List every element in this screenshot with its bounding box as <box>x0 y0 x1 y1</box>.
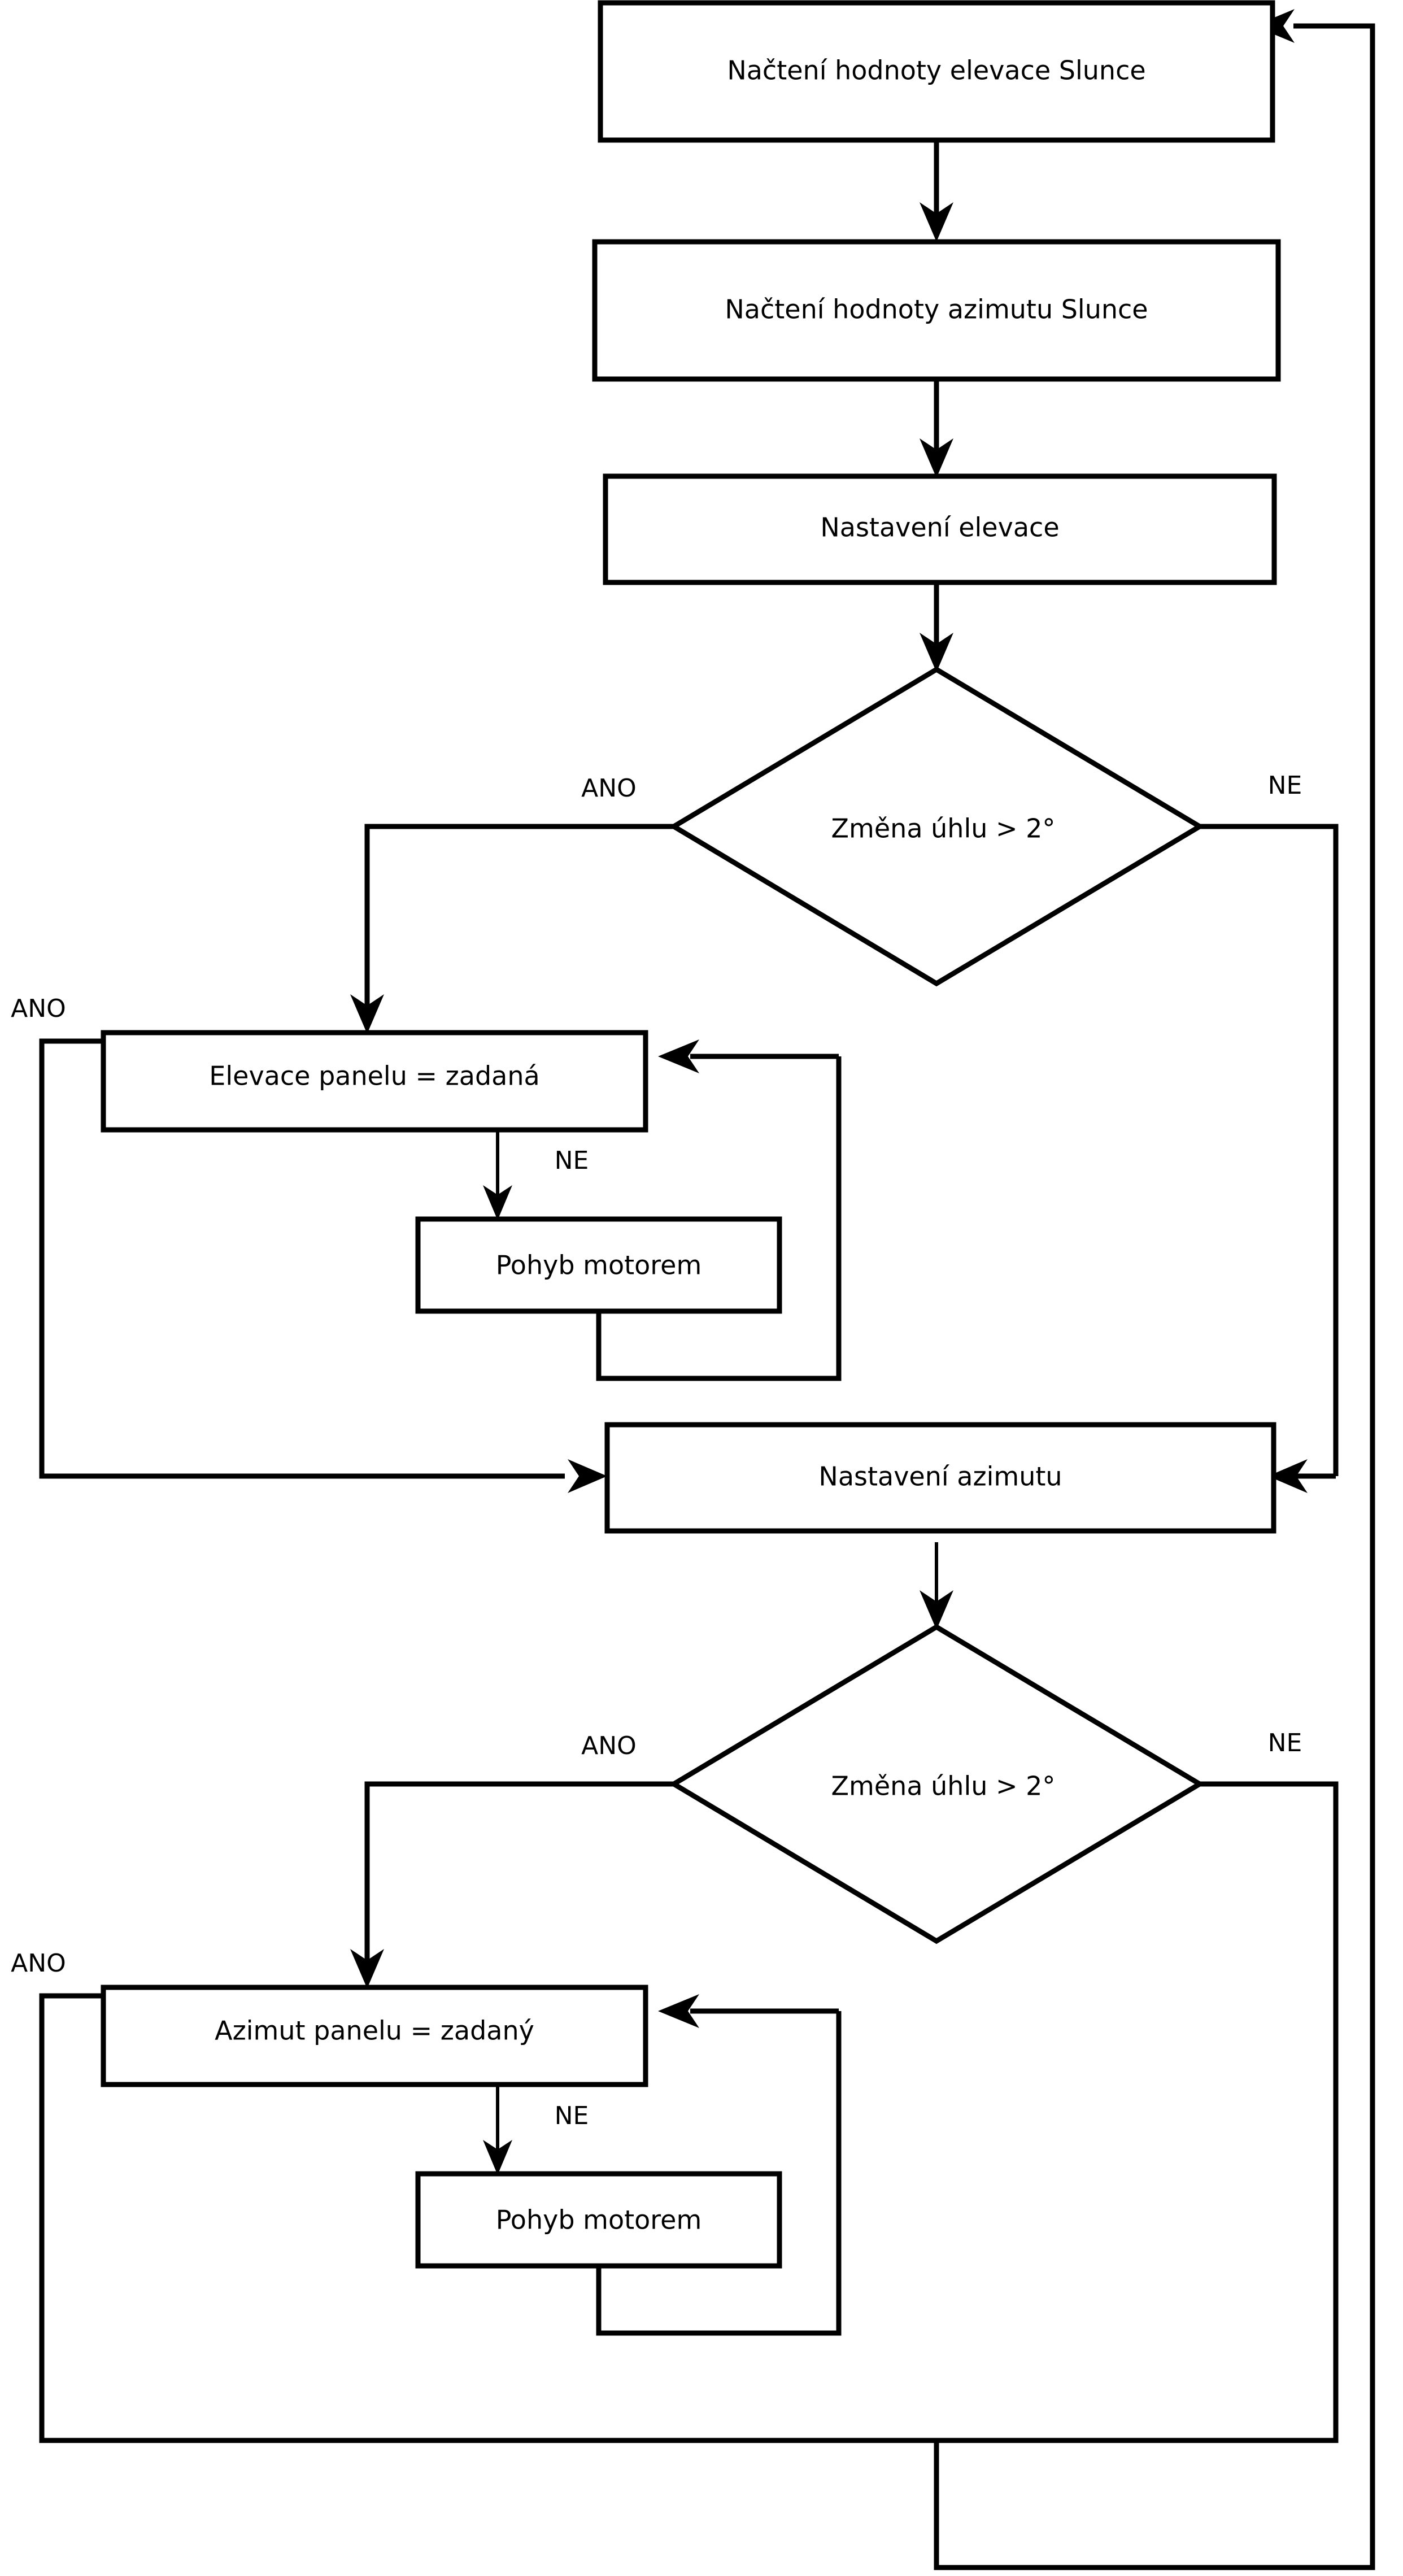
arrowhead-panel-elevation-no <box>483 1185 512 1220</box>
node-read-elevation-shape <box>598 0 1275 143</box>
node-panel-azimuth-eq-shape <box>101 1985 648 2087</box>
arrowhead-decision-azimuth-yes <box>350 1949 384 1988</box>
node-set-elevation[interactable]: Nastavení elevace <box>603 473 1277 585</box>
node-read-azimuth-shape <box>592 239 1281 382</box>
edge-label-decision-elevation-no: NE <box>1268 771 1302 800</box>
edge-label-decision-azimuth-no: NE <box>1268 1729 1302 1757</box>
edge-decision-azimuth-yes <box>364 1781 674 1960</box>
arrowhead-panel-elevation-yes <box>568 1459 607 1493</box>
edge-decision-azimuth-no-and-return <box>934 23 1375 2570</box>
edge-label-panel-azimuth-no: NE <box>555 2101 589 2130</box>
node-set-azimuth-label: Nastavení azimutu <box>818 1461 1062 1492</box>
node-decision-elevation-label: Změna úhlu > 2° <box>831 813 1056 844</box>
node-decision-azimuth-label: Změna úhlu > 2° <box>831 1771 1056 1802</box>
node-panel-azimuth-eq-label: Azimut panelu = zadaný <box>215 2016 534 2046</box>
arrowhead-motor-elevation-loopback <box>658 1039 699 1073</box>
edge-motor-elevation-loopback <box>596 1056 842 1381</box>
arrowhead-to-set-elevation <box>920 438 953 478</box>
node-panel-elevation-eq[interactable]: Elevace panelu = zadaná <box>101 1030 648 1133</box>
node-set-azimuth-shape <box>604 1422 1276 1534</box>
node-decision-azimuth[interactable]: Změna úhlu > 2° <box>669 1624 1205 1944</box>
edge-label-panel-elevation-no: NE <box>555 1146 589 1175</box>
node-motor-move-azimuth-shape <box>415 2171 782 2269</box>
arrowhead-to-decision-elevation <box>920 633 953 672</box>
node-set-elevation-shape <box>603 473 1277 585</box>
edge-decision-elevation-no <box>1200 824 1339 1476</box>
node-set-elevation-label: Nastavení elevace <box>820 512 1059 543</box>
node-motor-move-elevation[interactable]: Pohyb motorem <box>415 1216 782 1314</box>
edge-label-decision-azimuth-yes: ANO <box>581 1731 637 1760</box>
edge-label-panel-elevation-yes: ANO <box>11 994 66 1023</box>
node-motor-move-elevation-label: Pohyb motorem <box>496 1250 702 1281</box>
edge-decision-elevation-yes <box>364 824 674 1006</box>
arrowhead-decision-elevation-yes <box>350 994 384 1034</box>
node-motor-move-elevation-shape <box>415 1216 782 1314</box>
edge-label-panel-azimuth-yes: ANO <box>11 1949 66 1978</box>
node-panel-elevation-eq-shape <box>101 1030 648 1133</box>
edge-panel-azimuth-yes <box>39 1993 936 2443</box>
arrowhead-motor-azimuth-loopback <box>658 1994 699 2028</box>
node-read-azimuth-label: Načtení hodnoty azimutu Slunce <box>725 294 1148 325</box>
edge-panel-elevation-yes <box>39 1038 565 1479</box>
node-read-elevation[interactable]: Načtení hodnoty elevace Slunce <box>598 0 1275 143</box>
node-read-elevation-label: Načtení hodnoty elevace Slunce <box>727 55 1145 86</box>
node-set-azimuth[interactable]: Nastavení azimutu <box>604 1422 1276 1534</box>
node-read-azimuth[interactable]: Načtení hodnoty azimutu Slunce <box>592 239 1281 382</box>
node-decision-elevation-shape <box>669 666 1205 987</box>
node-decision-elevation[interactable]: Změna úhlu > 2° <box>669 666 1205 987</box>
node-decision-azimuth-shape <box>669 1624 1205 1944</box>
node-motor-move-azimuth[interactable]: Pohyb motorem <box>415 2171 782 2269</box>
node-panel-azimuth-eq[interactable]: Azimut panelu = zadaný <box>101 1985 648 2087</box>
arrowhead-to-read-azimuth <box>920 202 953 242</box>
edge-label-decision-elevation-yes: ANO <box>581 774 637 803</box>
arrowhead-to-decision-azimuth <box>920 1590 953 1630</box>
node-panel-elevation-eq-label: Elevace panelu = zadaná <box>209 1061 539 1091</box>
node-motor-move-azimuth-label: Pohyb motorem <box>496 2205 702 2235</box>
edge-motor-azimuth-loopback <box>596 2011 842 2336</box>
arrowhead-panel-azimuth-no <box>483 2140 512 2175</box>
